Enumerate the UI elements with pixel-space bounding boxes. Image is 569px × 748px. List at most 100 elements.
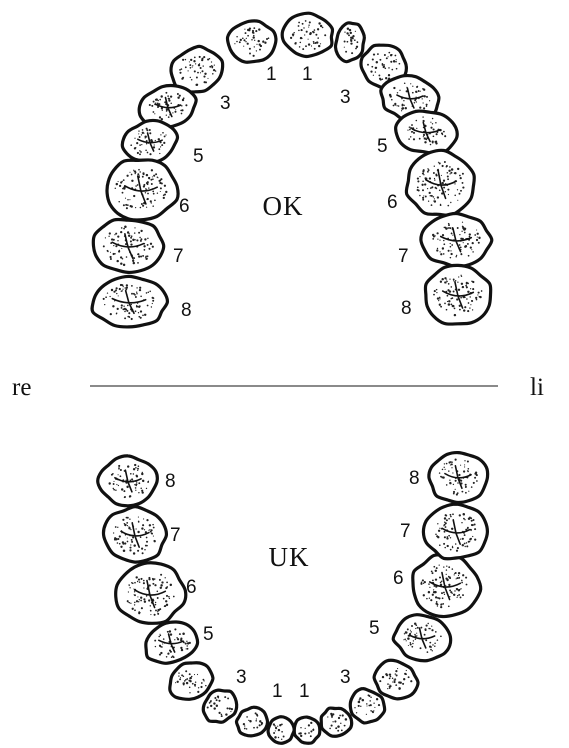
tooth-stipple (166, 604, 168, 606)
tooth-stipple (246, 716, 248, 718)
tooth-stipple (395, 670, 397, 672)
tooth-stipple (468, 255, 470, 257)
tooth-stipple (393, 681, 395, 683)
tooth-stipple (130, 144, 132, 146)
tooth-stipple (305, 45, 307, 47)
tooth-stipple (442, 182, 444, 184)
tooth-stipple (159, 182, 161, 184)
tooth-stipple (431, 571, 433, 573)
tooth-stipple (256, 50, 257, 51)
tooth-stipple (456, 577, 458, 579)
tooth-stipple (113, 245, 114, 246)
tooth-stipple (194, 70, 196, 72)
tooth-stipple (453, 484, 454, 485)
tooth-stipple (416, 86, 418, 88)
tooth-stipple (304, 733, 306, 735)
tooth-stipple (244, 728, 246, 730)
tooth-stipple (437, 196, 439, 198)
tooth-stipple (300, 735, 302, 737)
tooth-stipple (130, 544, 131, 545)
tooth-stipple (129, 602, 130, 603)
tooth-stipple (110, 256, 112, 258)
tooth-stipple (461, 283, 463, 285)
tooth-stipple (436, 567, 438, 569)
tooth-stipple (450, 246, 452, 248)
tooth-stipple (317, 28, 319, 30)
tooth-stipple (440, 635, 442, 637)
tooth-stipple (143, 173, 145, 175)
tooth-stipple (433, 566, 435, 568)
tooth-stipple (186, 682, 188, 684)
tooth-stipple (254, 40, 255, 41)
tooth-stipple (447, 189, 449, 191)
tooth-stipple (210, 705, 212, 707)
tooth-stipple (105, 296, 107, 298)
tooth-stipple (144, 600, 146, 602)
tooth-stipple (458, 572, 460, 574)
tooth-stipple (114, 234, 115, 235)
tooth-stipple (246, 38, 247, 39)
tooth-stipple (174, 628, 176, 630)
tooth-stipple (467, 527, 469, 529)
tooth-stipple (157, 177, 158, 178)
tooth-stipple (467, 470, 468, 471)
tooth-stipple (404, 638, 406, 640)
tooth-stipple (143, 598, 145, 600)
tooth-stipple (456, 255, 457, 256)
tooth-upper-right-7 (93, 219, 163, 272)
tooth-stipple (121, 307, 123, 309)
tooth-stipple (138, 133, 139, 134)
tooth-stipple (151, 529, 153, 531)
tooth-stipple (243, 46, 244, 47)
tooth-stipple (209, 58, 210, 59)
tooth-stipple (422, 197, 424, 199)
tooth-stipple (436, 601, 438, 603)
tooth-stipple (396, 674, 398, 676)
tooth-stipple (278, 729, 280, 731)
tooth-stipple (155, 604, 157, 606)
tooth-stipple (311, 45, 312, 46)
tooth-stipple (437, 238, 438, 239)
tooth-stipple (138, 312, 139, 313)
tooth-stipple (422, 173, 424, 175)
tooth-stipple (367, 64, 369, 66)
tooth-stipple (422, 98, 423, 99)
tooth-stipple (167, 631, 169, 633)
tooth-stipple (454, 195, 456, 197)
tooth-stipple (221, 714, 223, 716)
tooth-stipple (157, 609, 159, 611)
tooth-stipple (185, 670, 187, 672)
tooth-stipple (163, 142, 165, 144)
tooth-stipple (318, 45, 320, 47)
tooth-upper-left-5 (396, 111, 458, 153)
tooth-stipple (182, 99, 184, 101)
tooth-stipple (126, 256, 128, 258)
tooth-stipple (144, 238, 146, 240)
tooth-outline (413, 555, 481, 617)
tooth-stipple (142, 129, 143, 130)
tooth-stipple (427, 168, 428, 169)
tooth-stipple (447, 172, 449, 174)
tooth-stipple (435, 173, 437, 175)
tooth-stipple (397, 668, 398, 669)
tooth-stipple (108, 236, 109, 237)
tooth-stipple (454, 172, 456, 174)
tooth-stipple (115, 188, 116, 189)
tooth-stipple (470, 288, 471, 289)
tooth-stipple (117, 538, 119, 540)
tooth-stipple (315, 34, 317, 36)
tooth-stipple (198, 687, 199, 688)
tooth-stipple (151, 532, 153, 534)
tooth-stipple (431, 204, 433, 206)
tooth-stipple (244, 29, 245, 30)
tooth-stipple (346, 32, 348, 34)
tooth-stipple (429, 587, 430, 588)
tooth-stipple (384, 67, 386, 69)
tooth-stipple (459, 175, 461, 177)
tooth-stipple (457, 547, 459, 549)
tooth-stipple (152, 578, 154, 580)
tooth-stipple (459, 514, 461, 516)
tooth-stipple (345, 51, 347, 53)
tooth-stipple (146, 182, 148, 184)
tooth-stipple (117, 527, 118, 528)
